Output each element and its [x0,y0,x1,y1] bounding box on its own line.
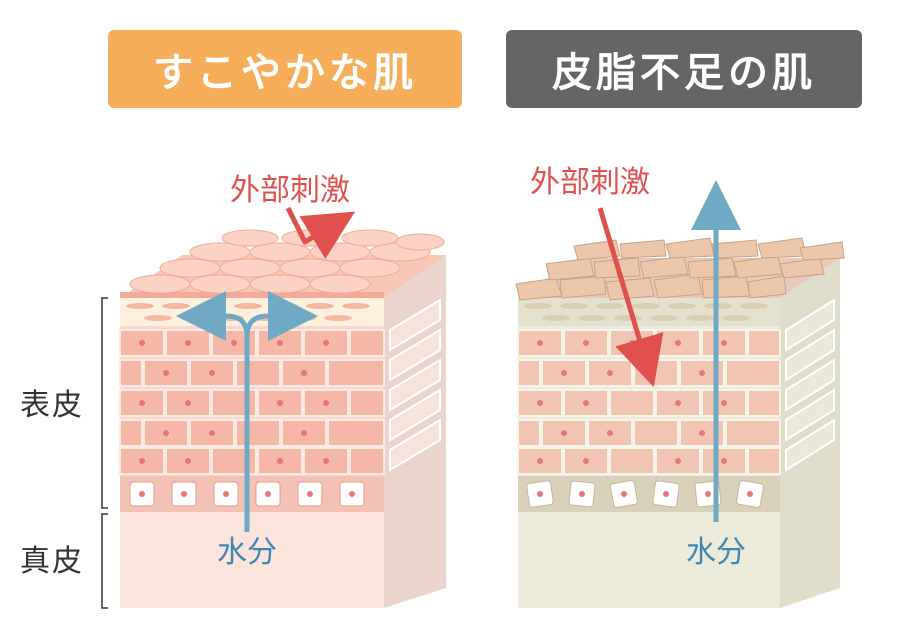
healthy-spinous-cells [119,329,385,475]
healthy-dermis [120,512,384,608]
dry-stimulus-label: 外部刺激 [530,165,650,200]
dry-skin-title: 皮脂不足の肌 [506,30,862,108]
healthy-moisture-label: 水分 [217,535,277,570]
epidermis-label: 表皮 [20,388,84,423]
healthy-moisture-arrow [176,291,318,532]
dry-dermis [518,512,780,608]
dry-basal-layer [518,476,780,512]
healthy-skin-title: すこやかな肌 [108,30,462,108]
dry-side-face-cells [785,298,835,472]
dry-spinous-cells [517,329,781,475]
healthy-stimulus-arrow [285,206,356,259]
dry-stimulus-arrow [597,207,664,388]
healthy-surface-cells [129,229,445,294]
dry-skin-block [515,237,845,608]
dry-granular-layer [518,298,780,326]
healthy-stimulus-label: 外部刺激 [230,173,350,208]
dry-moisture-label: 水分 [686,535,746,570]
layer-bracket [101,297,108,609]
healthy-side-face-cells [389,298,441,472]
healthy-skin-block [119,229,446,608]
dermis-label: 真皮 [20,544,84,579]
dry-surface-flakes [515,237,845,301]
